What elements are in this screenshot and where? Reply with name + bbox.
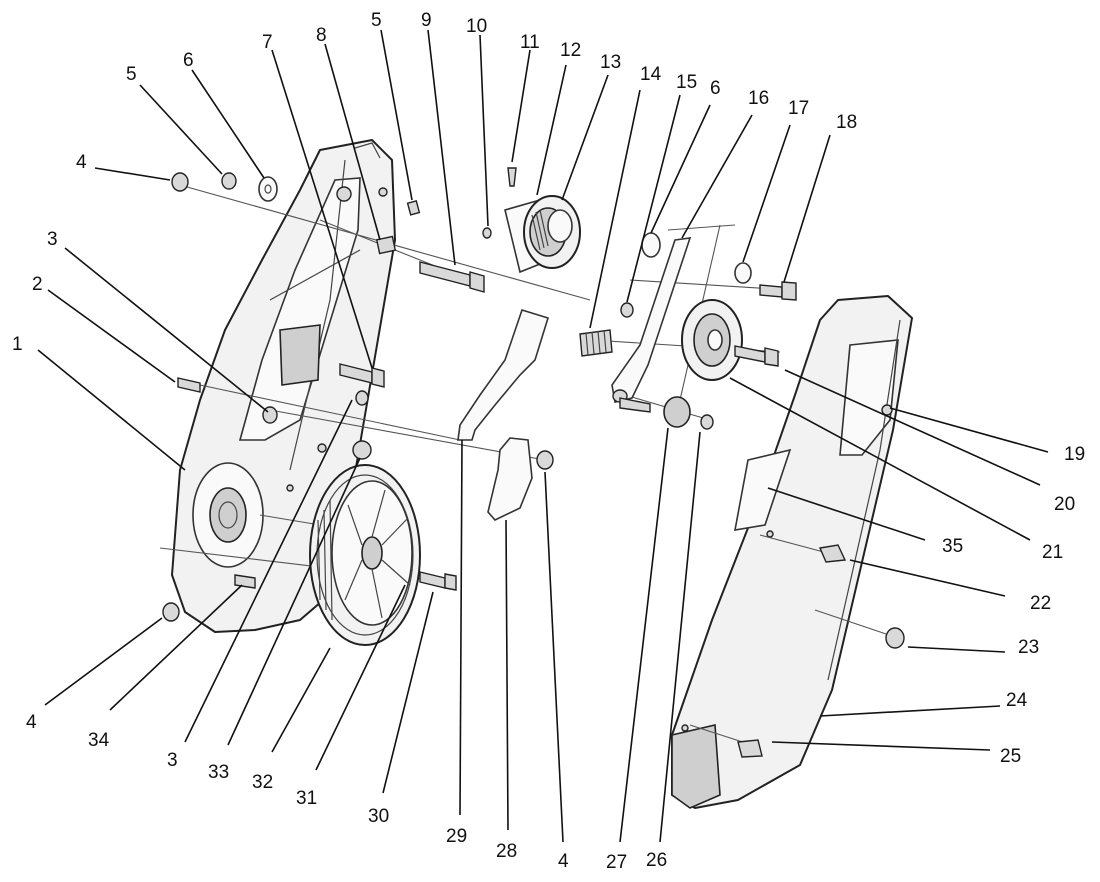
callout-9: 9 [421, 10, 432, 31]
callout-16: 16 [748, 88, 769, 109]
callout-25: 25 [1000, 746, 1021, 767]
callout-18: 18 [836, 112, 857, 133]
callout-5: 5 [371, 10, 382, 31]
callout-labels: 1 2 3 3 4 4 4 5 5 6 6 7 8 9 10 11 12 13 … [12, 10, 1085, 873]
callout-23: 23 [1018, 637, 1039, 658]
callout-24: 24 [1006, 690, 1028, 711]
callout-11: 11 [520, 32, 540, 53]
callout-27: 27 [606, 852, 627, 873]
callout-21: 21 [1042, 542, 1063, 563]
callout-28: 28 [496, 841, 517, 862]
callout-32: 32 [252, 772, 273, 793]
callout-10: 10 [466, 16, 487, 37]
hardware-group [162, 167, 905, 758]
large-pulley-part [309, 464, 421, 646]
callout-12: 12 [560, 40, 581, 61]
callout-35: 35 [942, 536, 963, 557]
callout-2: 2 [32, 274, 43, 295]
callout-5: 5 [126, 64, 137, 85]
callout-13: 13 [600, 52, 621, 73]
callout-4: 4 [558, 851, 569, 872]
callout-6: 6 [183, 50, 194, 71]
callout-22: 22 [1030, 593, 1051, 614]
callout-31: 31 [296, 788, 317, 809]
callout-17: 17 [788, 98, 809, 119]
callout-15: 15 [676, 72, 697, 93]
callout-14: 14 [640, 64, 662, 85]
callout-8: 8 [316, 25, 327, 46]
callout-26: 26 [646, 850, 667, 871]
callout-7: 7 [262, 32, 273, 53]
callout-29: 29 [446, 826, 467, 847]
callout-34: 34 [88, 730, 110, 751]
callout-6: 6 [710, 78, 721, 99]
callout-4: 4 [76, 152, 87, 173]
callout-1: 1 [12, 334, 23, 355]
callout-30: 30 [368, 806, 389, 827]
callout-33: 33 [208, 762, 229, 783]
callout-4: 4 [26, 712, 37, 733]
leader-lines [37, 29, 1049, 843]
belt-cover-part [671, 295, 913, 809]
callout-3: 3 [47, 229, 58, 250]
callout-3: 3 [167, 750, 178, 771]
callout-19: 19 [1064, 444, 1085, 465]
callout-20: 20 [1054, 494, 1075, 515]
